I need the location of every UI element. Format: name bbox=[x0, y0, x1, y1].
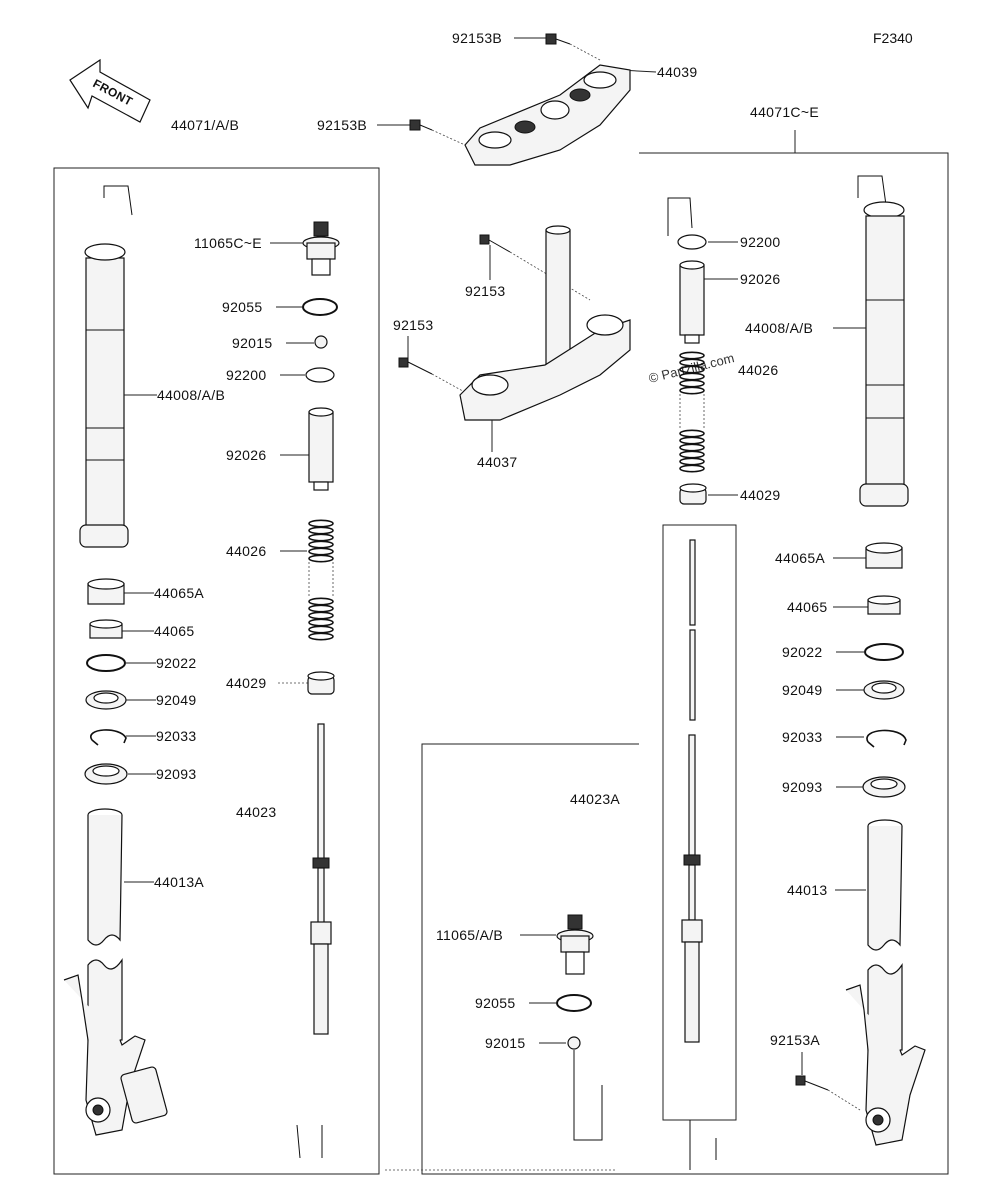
label-44065A-left: 44065A bbox=[154, 585, 204, 601]
inner-tube-44013A-left-icon bbox=[63, 808, 168, 1136]
circlip-92033-right-icon bbox=[866, 729, 907, 748]
label-92049-left: 92049 bbox=[156, 692, 196, 708]
bolt-92153B-mid-icon bbox=[409, 119, 433, 131]
collar-92026-right-icon bbox=[679, 260, 705, 344]
bushing-44065A-left-icon bbox=[87, 578, 125, 605]
label-44071AB: 44071/A/B bbox=[171, 117, 239, 133]
bolt-92153-a-icon bbox=[479, 234, 511, 253]
o-ring-92055-right-icon bbox=[556, 994, 592, 1012]
guide-44029-left-icon bbox=[307, 671, 335, 695]
damper-rod-44023A-icon bbox=[681, 539, 717, 1170]
seal-92049-right-icon bbox=[863, 680, 905, 700]
top-bridge-44039-icon bbox=[464, 64, 631, 166]
diagram-code: F2340 bbox=[873, 30, 913, 46]
label-92055-left: 92055 bbox=[222, 299, 262, 315]
label-44013-right: 44013 bbox=[787, 882, 827, 898]
label-44026-left: 44026 bbox=[226, 543, 266, 559]
label-44065-right: 44065 bbox=[787, 599, 827, 615]
label-11065C: 11065C~E bbox=[194, 235, 262, 251]
label-44026-right: 44026 bbox=[738, 362, 778, 378]
washer-92022-right-icon bbox=[864, 643, 904, 661]
damper-44023A-frame bbox=[662, 524, 737, 1121]
label-44065-left: 44065 bbox=[154, 623, 194, 639]
washer-92200-right-icon bbox=[677, 234, 707, 250]
label-44037: 44037 bbox=[477, 454, 517, 470]
right-assembly-frame bbox=[421, 152, 949, 1175]
bushing-44065-left-icon bbox=[89, 619, 123, 639]
label-92033-right-text: 92033 bbox=[782, 729, 822, 745]
label-92093-right: 92093 bbox=[782, 779, 822, 795]
seal-92049-left-icon bbox=[85, 690, 127, 710]
label-44008-right: 44008/A/B bbox=[745, 320, 813, 336]
spring-44026-right-icon bbox=[679, 351, 705, 473]
lower-bracket-44037-icon bbox=[459, 225, 631, 421]
bushing-44065-right-icon bbox=[867, 595, 901, 615]
cap-bolt-11065AB-icon bbox=[556, 914, 594, 975]
label-92022-left: 92022 bbox=[156, 655, 196, 671]
outer-tube-44008-left-icon bbox=[79, 185, 133, 548]
nut-92015-right-icon bbox=[567, 1036, 581, 1050]
label-92022-right: 92022 bbox=[782, 644, 822, 660]
front-arrow-icon: FRONT bbox=[69, 58, 151, 123]
bushing-44065A-right-icon bbox=[865, 542, 903, 569]
washer-92022-left-icon bbox=[86, 654, 126, 672]
cap-bolt-11065C-icon bbox=[302, 221, 340, 276]
label-44039: 44039 bbox=[657, 64, 697, 80]
label-92015-right: 92015 bbox=[485, 1035, 525, 1051]
label-11065AB: 11065/A/B bbox=[436, 927, 503, 943]
label-92026-left: 92026 bbox=[226, 447, 266, 463]
label-92026-right: 92026 bbox=[740, 271, 780, 287]
label-92200-left: 92200 bbox=[226, 367, 266, 383]
label-92153B-mid: 92153B bbox=[317, 117, 367, 133]
nut-92015-left-icon bbox=[314, 335, 328, 349]
bolt-92153A-right-icon bbox=[795, 1075, 829, 1091]
outer-tube-44008-right-icon bbox=[857, 175, 909, 507]
inner-tube-44013-right-icon bbox=[845, 819, 926, 1146]
label-92153-b: 92153 bbox=[393, 317, 433, 333]
spring-44026-left-icon bbox=[308, 519, 334, 641]
label-92093-left: 92093 bbox=[156, 766, 196, 782]
dust-seal-92093-left-icon bbox=[84, 763, 128, 785]
label-44023A: 44023A bbox=[570, 791, 620, 807]
left-assembly-frame bbox=[53, 167, 380, 1175]
label-92049-right: 92049 bbox=[782, 682, 822, 698]
label-44029-left: 44029 bbox=[226, 675, 266, 691]
label-44008-left: 44008/A/B bbox=[157, 387, 225, 403]
label-44029-right: 44029 bbox=[740, 487, 780, 503]
o-ring-92055-left-icon bbox=[302, 298, 338, 316]
label-92033-left: 92033 bbox=[156, 728, 196, 744]
label-92200-right: 92200 bbox=[740, 234, 780, 250]
dust-seal-92093-right-icon bbox=[862, 776, 906, 798]
label-92153B-top: 92153B bbox=[452, 30, 502, 46]
guide-44029-right-icon bbox=[679, 483, 707, 505]
label-92015-left: 92015 bbox=[232, 335, 272, 351]
label-44065A-right: 44065A bbox=[775, 550, 825, 566]
collar-92026-left-icon bbox=[308, 407, 334, 491]
label-92153A-right: 92153A bbox=[770, 1032, 820, 1048]
label-92153-a: 92153 bbox=[465, 283, 505, 299]
washer-92200-left-icon bbox=[305, 367, 335, 383]
label-92055-right: 92055 bbox=[475, 995, 515, 1011]
label-44071CE: 44071C~E bbox=[750, 104, 819, 120]
bolt-92153-b-icon bbox=[398, 357, 433, 375]
label-44013A-left: 44013A bbox=[154, 874, 204, 890]
circlip-92033-left-icon bbox=[90, 729, 127, 746]
damper-rod-44023-left-icon bbox=[296, 723, 332, 1159]
label-44023-left: 44023 bbox=[236, 804, 276, 820]
bolt-92153B-top-icon bbox=[545, 33, 571, 45]
